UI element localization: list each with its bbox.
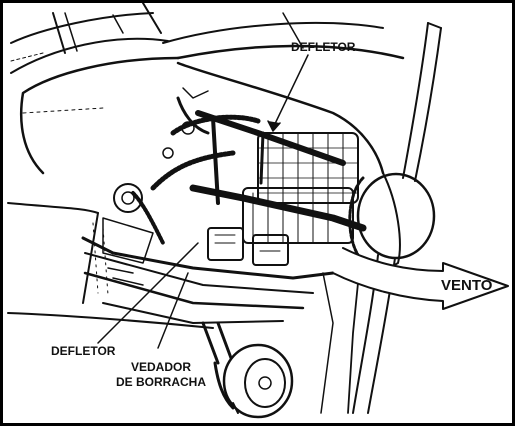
leader-lines	[97, 54, 309, 349]
hoses	[131, 96, 261, 245]
baffles	[189, 110, 367, 232]
label-defletor-bottom: DEFLETOR	[51, 344, 116, 358]
wind-arrow	[332, 247, 509, 310]
cowling-opening	[176, 61, 401, 414]
nose-landing-gear	[201, 321, 294, 419]
label-vedador-line2: DE BORRACHA	[116, 375, 206, 389]
engine-block	[207, 132, 359, 266]
label-vento: VENTO	[441, 277, 493, 294]
label-defletor-top: DEFLETOR	[291, 40, 356, 54]
propeller-spinner	[348, 22, 442, 414]
label-vedador-line1: VEDADOR	[131, 360, 191, 374]
engine-cowling-illustration: DEFLETOR DEFLETOR VEDADOR DE BORRACHA VE…	[7, 3, 509, 419]
accessories	[102, 87, 209, 286]
cabin-windshield	[10, 3, 169, 74]
upper-cowling	[19, 12, 405, 175]
